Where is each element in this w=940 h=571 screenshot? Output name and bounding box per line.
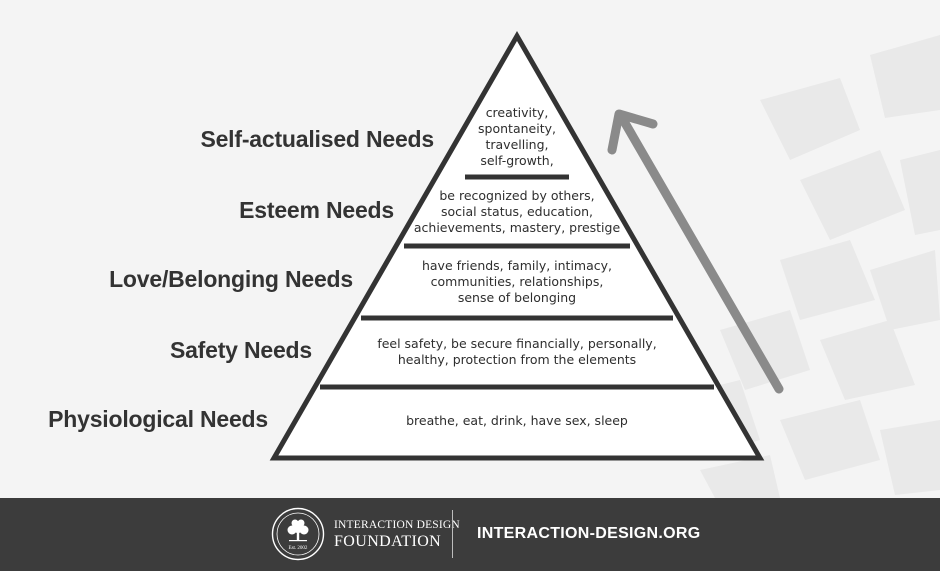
decor-shape: [800, 150, 905, 240]
brand-line1: INTERACTION DESIGN: [334, 519, 460, 531]
pyramid-graphic: [269, 30, 940, 498]
desc-line: feel safety, be secure financially, pers…: [377, 336, 657, 351]
desc-line: achievements, mastery, prestige: [413, 220, 621, 235]
level-label-love-belonging: Love/Belonging Needs: [109, 266, 353, 292]
desc-line: sense of belonging: [457, 290, 577, 305]
level-label-safety: Safety Needs: [169, 337, 312, 363]
desc-line: have friends, family, intimacy,: [421, 258, 613, 273]
tier-dividers: [320, 174, 714, 390]
decor-shape: [760, 78, 860, 160]
footer-divider: [452, 510, 453, 558]
brand-line2: FOUNDATION: [334, 532, 442, 550]
tree-seal-icon: Est. 2002: [271, 507, 325, 561]
decor-shape: [700, 455, 780, 498]
decor-shape: [720, 310, 810, 390]
arrow-up-right-icon: [607, 109, 784, 394]
level-label-esteem: Esteem Needs: [239, 197, 394, 223]
footer-bar: Est. 2002 INTERACTION DESIGN FOUNDATION …: [0, 498, 940, 571]
level-desc-love-belonging: have friends, family, intimacy, communit…: [367, 258, 667, 306]
decor-shape: [900, 150, 940, 235]
desc-line: spontaneity,: [478, 121, 556, 136]
arrow-shaft: [616, 111, 784, 394]
decor-shape: [780, 240, 875, 320]
desc-line: creativity,: [485, 105, 549, 120]
desc-line: communities, relationships,: [430, 274, 604, 289]
desc-line: travelling,: [485, 137, 549, 152]
decor-shape: [780, 400, 880, 480]
desc-line: self-growth,: [480, 153, 554, 168]
level-label-physiological: Physiological Needs: [48, 406, 268, 432]
level-desc-self-actualised: creativity, spontaneity, travelling, sel…: [417, 105, 617, 169]
desc-line: breathe, eat, drink, have sex, sleep: [406, 413, 628, 428]
level-label-self-actualised: Self-actualised Needs: [200, 126, 434, 152]
decor-shape: [870, 250, 940, 330]
site-url-link[interactable]: INTERACTION-DESIGN.ORG: [477, 525, 701, 542]
decor-shape: [880, 420, 940, 495]
desc-line: social status, education,: [441, 204, 593, 219]
level-desc-safety: feel safety, be secure financially, pers…: [337, 336, 697, 368]
level-desc-esteem: be recognized by others, social status, …: [367, 188, 667, 236]
brand-wordmark: INTERACTION DESIGN FOUNDATION: [334, 519, 460, 550]
decor-shape: [820, 320, 915, 400]
pyramid-diagram: Self-actualised Needs Esteem Needs Love/…: [48, 30, 940, 498]
desc-line: healthy, protection from the elements: [397, 352, 637, 367]
desc-line: be recognized by others,: [439, 188, 595, 203]
level-desc-physiological: breathe, eat, drink, have sex, sleep: [337, 413, 697, 429]
arrow-head: [607, 109, 658, 155]
decor-shape: [870, 35, 940, 118]
seal-text: Est. 2002: [289, 546, 308, 551]
